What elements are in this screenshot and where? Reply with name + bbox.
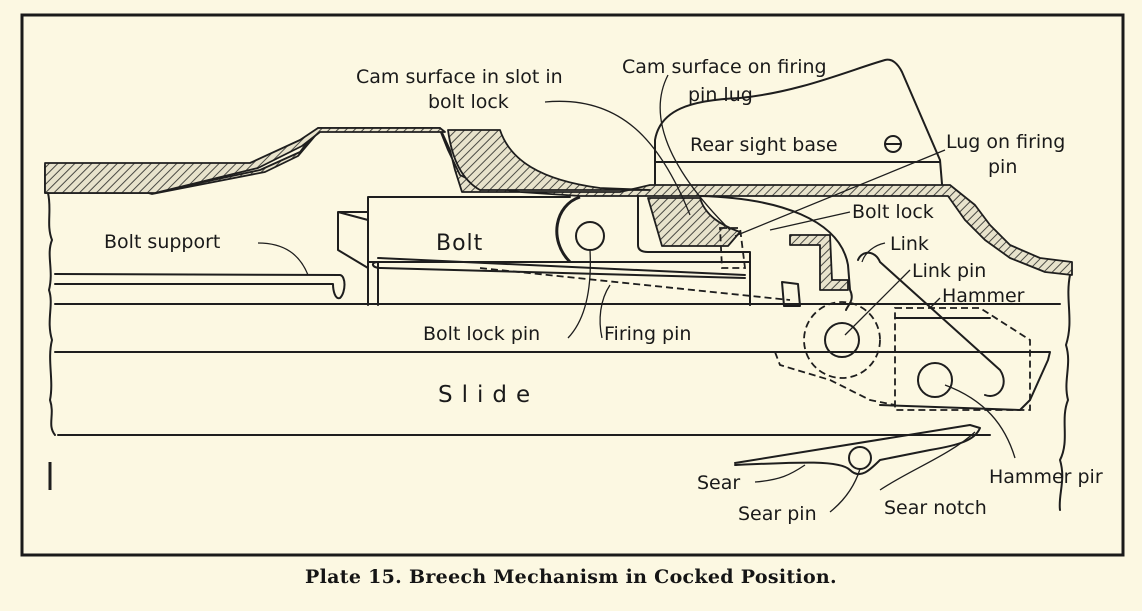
firing-pin-dashed [479,267,791,301]
bolt-lock-eye [555,195,581,264]
bolt-support [54,273,346,300]
sear-pin [848,446,872,470]
label-sear-pin: Sear pin [738,503,817,525]
leader-lug-firing-pin [734,149,946,237]
bolt-lock-pin [575,221,605,251]
label-firing-pin: Firing pin [604,323,691,345]
receiver-break-left [47,192,56,436]
label-cam-slot-line1: Cam surface in slot in [356,66,563,88]
hammer-pin [917,362,953,398]
leader-link [861,242,886,263]
leader-cam-slot [544,100,691,216]
label-cam-lug-line2: pin lug [688,84,753,106]
receiver-break-right [1058,274,1071,511]
label-bolt: Bolt [436,231,483,256]
rear-sight-base [654,58,943,185]
label-rear-sight-base: Rear sight base [690,134,838,156]
leader-hammer-pin [944,384,1016,459]
bolt-lock-cam-hatch [647,197,741,247]
label-bolt-lock-pin: Bolt lock pin [423,323,540,345]
label-slide: Slide [438,382,539,408]
link-pin-outer [803,301,881,379]
label-hammer: Hammer [942,285,1025,307]
bolt-lock-body [637,195,751,306]
link-outline [857,251,1005,397]
plate-frame [20,13,1125,557]
link-pin [824,322,860,358]
bolt-lock-outline [699,195,853,311]
label-lug-firing-pin-line2: pin [988,156,1017,178]
leader-link-pin [844,269,911,336]
leader-bolt-support [257,242,309,276]
label-cam-slot-line2: bolt lock [428,91,509,113]
label-link: Link [890,233,929,255]
label-bolt-support: Bolt support [104,231,220,253]
label-bolt-lock: Bolt lock [852,201,934,223]
label-sear: Sear [697,472,740,494]
leader-sear-notch [879,431,976,491]
leader-sear-pin [829,468,861,513]
label-link-pin: Link pin [912,260,986,282]
label-cam-lug-line1: Cam surface on firing [622,56,827,78]
leader-cam-lug [659,74,731,231]
sear-body [734,424,981,476]
receiver-hump-hatch [447,129,651,191]
leader-bolt-lock-pin [567,249,591,339]
leader-hammer [929,297,941,309]
leader-sear [754,464,806,483]
firing-pin [372,257,746,279]
leader-bolt-lock [769,211,851,231]
hammer-body [894,307,1031,411]
label-sear-notch: Sear notch [884,497,987,519]
plate-caption: Plate 15. Breech Mechanism in Cocked Pos… [305,566,837,588]
firing-pin-lug [719,227,747,269]
bolt-front-block [337,211,369,269]
receiver-strip [44,127,446,194]
leader-firing-pin [599,284,611,339]
firing-pin-head [781,281,801,307]
bolt-lock-slot [789,234,849,291]
bolt-body [367,196,751,306]
slide-top-line [54,351,1051,411]
label-hammer-pin: Hammer pir [989,466,1103,488]
hammer-curve [774,351,896,406]
label-lug-firing-pin-line1: Lug on firing [946,131,1065,153]
